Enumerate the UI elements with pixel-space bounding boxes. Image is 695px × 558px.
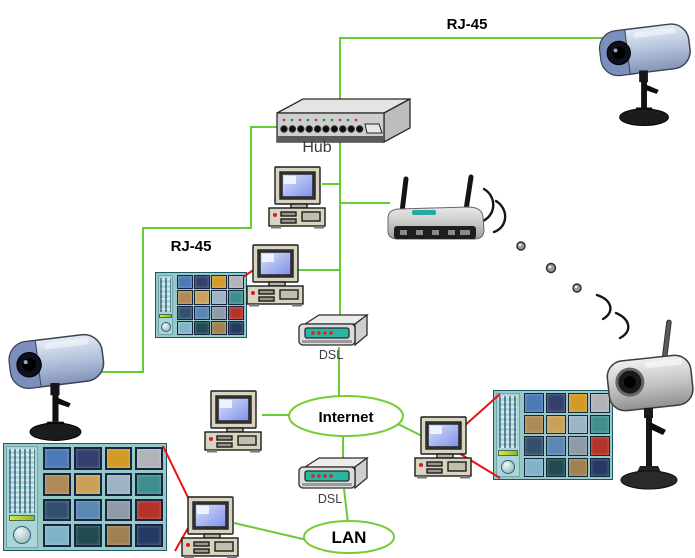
- dsl-label-lower: DSL: [318, 492, 342, 506]
- dsl-modem-lower: [298, 457, 368, 489]
- camera-thumbnail: [228, 290, 244, 305]
- wireless-router-device: [387, 174, 485, 240]
- hub-led-row: [282, 118, 358, 122]
- camera-thumbnail: [546, 414, 566, 434]
- camera-thumbnail: [211, 305, 227, 320]
- camera-thumbnail: [546, 393, 566, 413]
- ip-camera-top-right: [596, 21, 693, 127]
- camera-thumbnail: [524, 414, 544, 434]
- camera-thumbnail: [135, 447, 163, 470]
- camera-grid: [524, 393, 610, 477]
- camera-thumbnail: [43, 498, 71, 522]
- hub-ports: [280, 125, 364, 133]
- dsl-label-upper: DSL: [319, 348, 343, 362]
- channel-buttons: [160, 278, 171, 312]
- pc-internet-right-monitoring: [414, 416, 472, 479]
- camera-thumbnail: [104, 447, 133, 470]
- hub-device: [276, 97, 411, 144]
- pc-hub-2-monitoring: [246, 244, 304, 307]
- camera-thumbnail: [590, 414, 610, 434]
- camera-thumbnail: [177, 320, 193, 335]
- router-antenna-icon: [463, 174, 474, 213]
- camera-thumbnail: [73, 524, 102, 547]
- camera-thumbnail: [568, 414, 588, 434]
- surveillance-screenshot-bottom-left: [3, 443, 167, 551]
- ptz-control: [13, 526, 31, 544]
- camera-thumbnail: [135, 498, 163, 522]
- channel-buttons: [498, 396, 518, 448]
- signal-arc-icon: [595, 293, 612, 321]
- camera-thumbnail: [43, 524, 71, 547]
- camera-thumbnail: [590, 436, 610, 456]
- signal-arc-icon: [481, 187, 495, 223]
- surveillance-screenshot-left: [155, 272, 247, 338]
- rj45-label-left: RJ-45: [171, 238, 212, 255]
- camera-control-panel: [6, 446, 38, 548]
- camera-thumbnail: [194, 275, 210, 290]
- camera-thumbnail: [228, 320, 244, 335]
- camera-thumbnail: [73, 498, 102, 522]
- camera-grid: [43, 447, 163, 547]
- camera-thumbnail: [135, 472, 163, 496]
- camera-thumbnail: [104, 498, 133, 522]
- camera-thumbnail: [211, 290, 227, 305]
- signal-arc-icon: [492, 199, 507, 234]
- camera-control-panel: [158, 275, 173, 335]
- hub-uplink-port: [364, 123, 383, 134]
- camera-thumbnail: [211, 275, 227, 290]
- camera-thumbnail: [194, 290, 210, 305]
- status-bar: [9, 515, 35, 521]
- status-bar: [159, 314, 172, 318]
- pc-hub-1: [268, 166, 326, 229]
- status-bar: [498, 450, 518, 456]
- signal-arc-icon: [614, 311, 630, 340]
- camera-thumbnail: [194, 320, 210, 335]
- hub-label: Hub: [302, 139, 331, 156]
- camera-thumbnail: [177, 305, 193, 320]
- internet-cloud: [288, 395, 404, 437]
- camera-thumbnail: [177, 275, 193, 290]
- internet-label: Internet: [318, 409, 373, 426]
- camera-thumbnail: [228, 305, 244, 320]
- signal-dots-icon: [516, 241, 582, 293]
- camera-thumbnail: [524, 436, 544, 456]
- camera-thumbnail: [73, 472, 102, 496]
- channel-buttons: [9, 449, 35, 513]
- camera-control-panel: [496, 393, 520, 477]
- camera-thumbnail: [568, 436, 588, 456]
- ptz-control: [501, 460, 515, 474]
- camera-thumbnail: [568, 457, 588, 477]
- camera-thumbnail: [568, 393, 588, 413]
- ip-camera-left: [6, 331, 107, 442]
- camera-thumbnail: [524, 393, 544, 413]
- camera-thumbnail: [546, 457, 566, 477]
- camera-thumbnail: [43, 472, 71, 496]
- camera-thumbnail: [228, 275, 244, 290]
- camera-thumbnail: [590, 393, 610, 413]
- camera-thumbnail: [590, 457, 610, 477]
- camera-thumbnail: [546, 436, 566, 456]
- camera-grid: [177, 275, 244, 335]
- camera-thumbnail: [73, 447, 102, 470]
- ptz-control: [160, 322, 171, 332]
- rj45-label-top: RJ-45: [447, 16, 488, 33]
- pc-lan-monitoring: [181, 496, 239, 558]
- camera-thumbnail: [135, 524, 163, 547]
- wireless-signal: [481, 187, 630, 340]
- surveillance-screenshot-right: [493, 390, 613, 480]
- camera-thumbnail: [194, 305, 210, 320]
- lan-cloud: [303, 520, 395, 554]
- router-antenna-icon: [399, 176, 409, 215]
- camera-thumbnail: [104, 524, 133, 547]
- camera-thumbnail: [524, 457, 544, 477]
- pc-internet-left: [204, 390, 262, 453]
- camera-thumbnail: [104, 472, 133, 496]
- lan-label: LAN: [332, 528, 367, 547]
- camera-thumbnail: [211, 320, 227, 335]
- wireless-ip-camera-right: [604, 318, 695, 491]
- dsl-modem-upper: [298, 314, 368, 346]
- camera-thumbnail: [177, 290, 193, 305]
- camera-thumbnail: [43, 447, 71, 470]
